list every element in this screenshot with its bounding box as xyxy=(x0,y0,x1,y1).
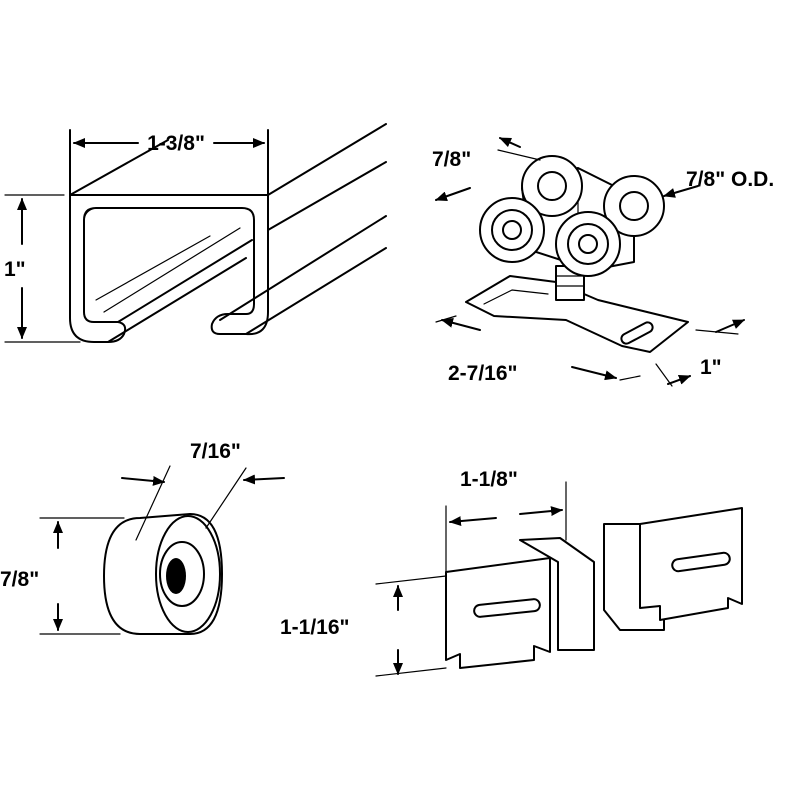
guide-height-label: 1-1/16" xyxy=(280,616,350,639)
bumper-drawing xyxy=(39,465,285,635)
track-profile xyxy=(69,194,269,343)
track-height-label: 1" xyxy=(4,258,26,281)
track-width-label: 1-3/8" xyxy=(147,132,205,155)
bumper-hole xyxy=(166,558,186,594)
hanger-drawing xyxy=(435,137,745,387)
guide-drawing xyxy=(375,481,743,677)
guide-left-slot xyxy=(473,598,541,618)
hanger-wheel-spacing-label: 7/8" xyxy=(432,148,471,171)
hanger-plate-width-label: 1" xyxy=(700,356,722,379)
hanger-wheel-od-label: 7/8" O.D. xyxy=(686,168,774,191)
bumper-width-label: 7/16" xyxy=(190,440,241,463)
hanger-plate-length-label: 2-7/16" xyxy=(448,362,518,385)
hanger-slot xyxy=(620,321,654,345)
track-drawing xyxy=(4,123,387,343)
bumper-height-label: 7/8" xyxy=(0,568,39,591)
guide-right-slot xyxy=(671,551,731,573)
guide-width-label: 1-1/8" xyxy=(460,468,518,491)
